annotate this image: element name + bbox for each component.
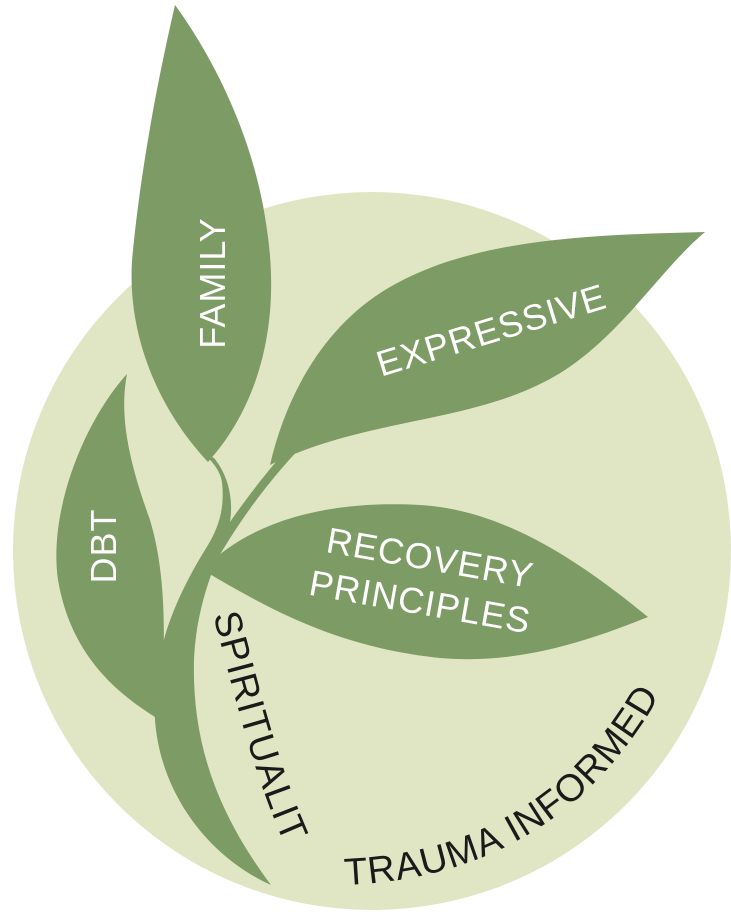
expressive-branch [210,440,300,558]
dbt-leaf [56,374,164,720]
plant-stem [154,455,271,885]
expressive-leaf [270,232,705,465]
family-leaf [131,5,272,462]
family-label: FAMILY [192,217,233,348]
dbt-label: DBT [83,509,124,584]
recovery-leaf [203,504,648,660]
